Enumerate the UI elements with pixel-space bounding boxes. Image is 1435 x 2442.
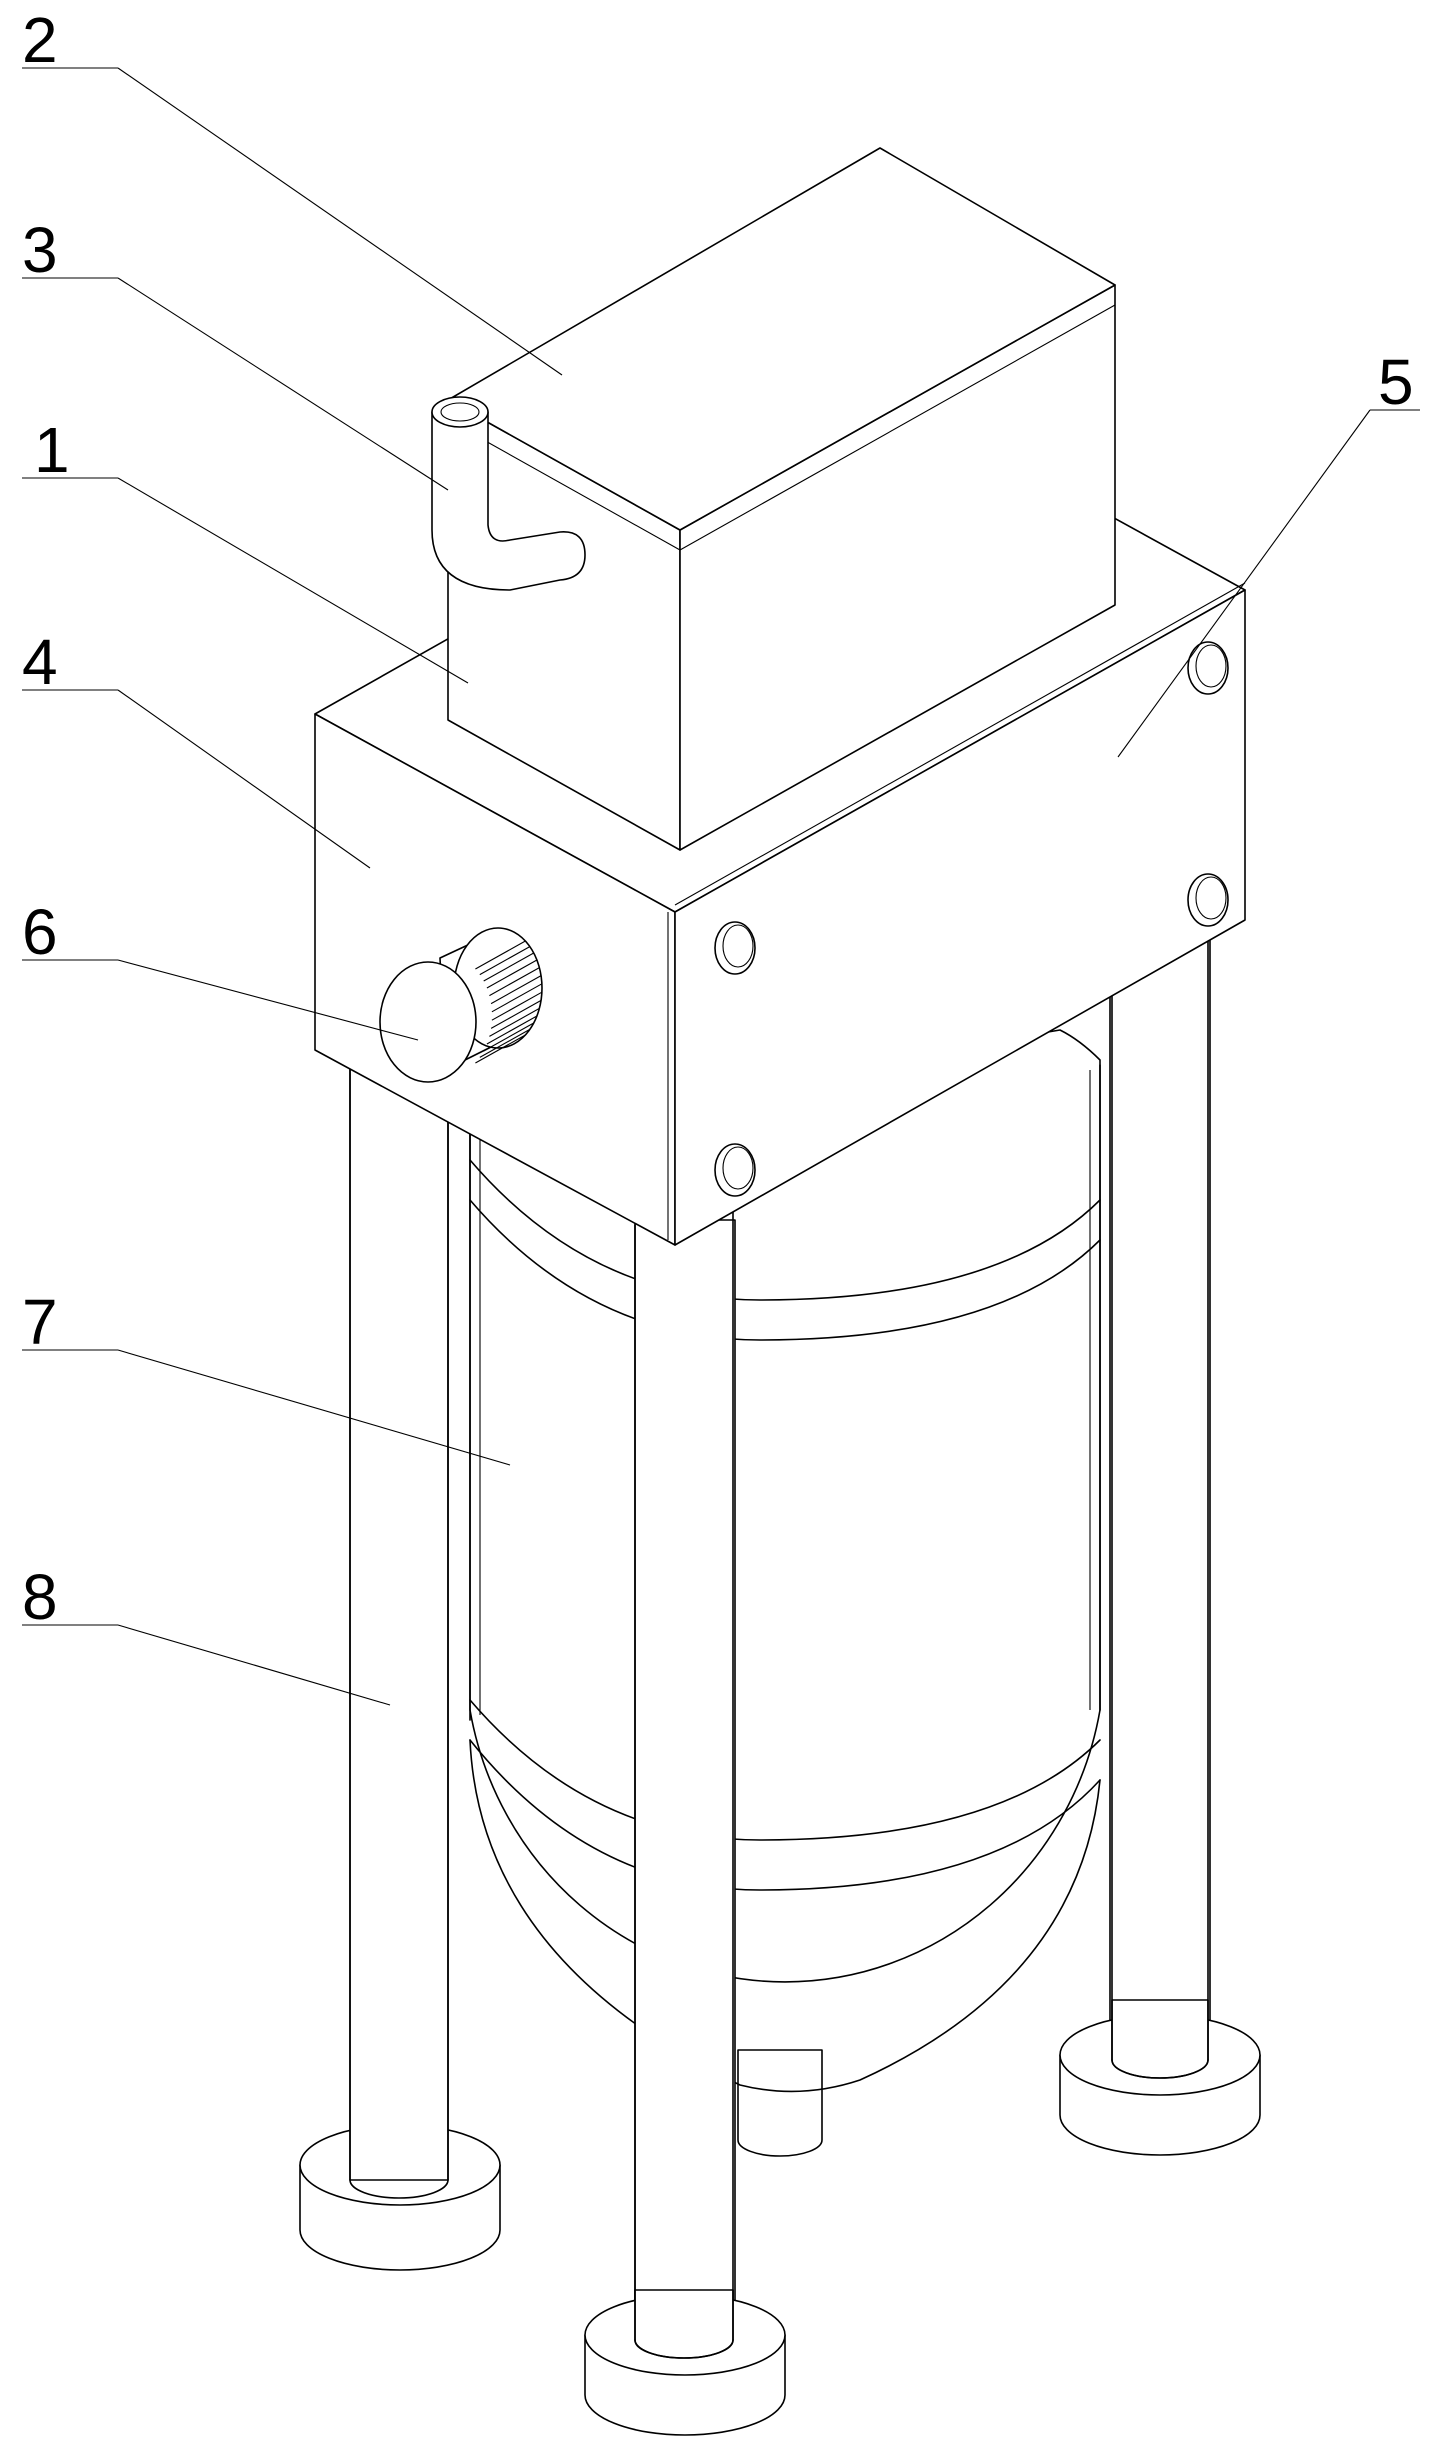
- callout-2: 2: [22, 4, 58, 76]
- bolt-icon: [1187, 641, 1229, 695]
- callout-3: 3: [22, 214, 58, 286]
- back-right-leg: [1059, 939, 1261, 2156]
- leader-lines: [22, 67, 1420, 1706]
- knob-ridge: [486, 1015, 538, 1045]
- bolt-icon: [1187, 873, 1229, 927]
- callout-6: 6: [22, 896, 58, 968]
- bolt-icon: [714, 1143, 756, 1197]
- bolt-icon: [714, 921, 756, 975]
- knob-ridge: [489, 967, 540, 997]
- knob-ridge: [479, 946, 531, 976]
- knob-ridge: [483, 952, 534, 982]
- callout-8: 8: [22, 1561, 58, 1633]
- knob-ridge: [491, 991, 543, 1021]
- callout-1: 1: [34, 414, 70, 486]
- front-left-leg: [584, 1194, 786, 2436]
- knob-ridge: [479, 1028, 531, 1058]
- knob-ridge: [483, 1022, 534, 1052]
- knob-ridge: [491, 983, 543, 1013]
- knob-ridge: [490, 999, 542, 1029]
- knob: [379, 927, 543, 1083]
- back-left-leg: [299, 1049, 501, 2271]
- callout-4: 4: [22, 626, 58, 698]
- knob-ridge: [486, 959, 538, 989]
- knob-ridge: [489, 1007, 540, 1037]
- tank: [469, 1029, 1101, 2157]
- knob-ridge: [490, 975, 542, 1005]
- callout-7: 7: [22, 1286, 58, 1358]
- knob-ridge: [475, 940, 526, 970]
- callout-5: 5: [1378, 346, 1414, 418]
- pipe: [431, 396, 586, 591]
- knob-ridge: [475, 1034, 526, 1064]
- upper-housing: [447, 147, 1116, 851]
